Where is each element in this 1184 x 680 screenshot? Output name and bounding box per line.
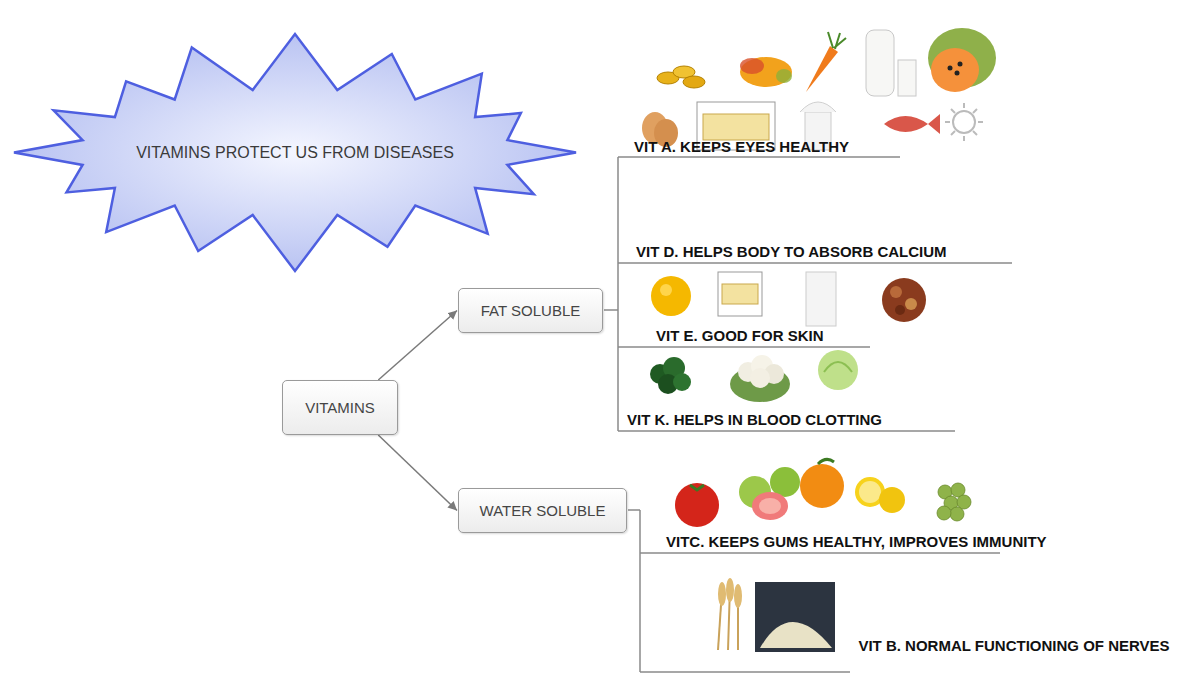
node-text: VITAMINS bbox=[301, 399, 379, 416]
vitamin-label: VIT D. HELPS BODY TO ABSORB CALCIUM bbox=[636, 243, 947, 261]
root-box: VITAMINS bbox=[282, 380, 398, 435]
vitamin-label: VIT K. HELPS IN BLOOD CLOTTING bbox=[627, 411, 882, 429]
vitamin-a-foods bbox=[657, 28, 996, 96]
connector-arrow bbox=[378, 311, 457, 381]
vitamin-b-foods bbox=[718, 578, 835, 652]
starburst-callout: VITAMINS PROTECT US FROM DISEASES bbox=[10, 30, 580, 275]
category-box: FAT SOLUBLE bbox=[458, 288, 603, 333]
connector-arrow bbox=[378, 435, 457, 511]
node-text: FAT SOLUBLE bbox=[477, 302, 585, 319]
node-text: VITAMINS PROTECT US FROM DISEASES bbox=[10, 144, 580, 162]
bracket-lines bbox=[604, 157, 1012, 672]
vitamin-e-foods bbox=[651, 272, 926, 326]
vitamin-label: VIT B. NORMAL FUNCTIONING OF NERVES bbox=[855, 637, 1173, 655]
vitamin-c-foods bbox=[675, 459, 971, 527]
vitamin-label: VITC. KEEPS GUMS HEALTHY, IMPROVES IMMUN… bbox=[666, 533, 1047, 551]
category-box: WATER SOLUBLE bbox=[458, 488, 627, 533]
vitamin-label: VIT A. KEEPS EYES HEALTHY bbox=[634, 138, 849, 156]
vitamin-label: VIT E. GOOD FOR SKIN bbox=[656, 327, 824, 345]
node-text: WATER SOLUBLE bbox=[476, 502, 610, 519]
vitamin-k-foods bbox=[650, 350, 858, 402]
